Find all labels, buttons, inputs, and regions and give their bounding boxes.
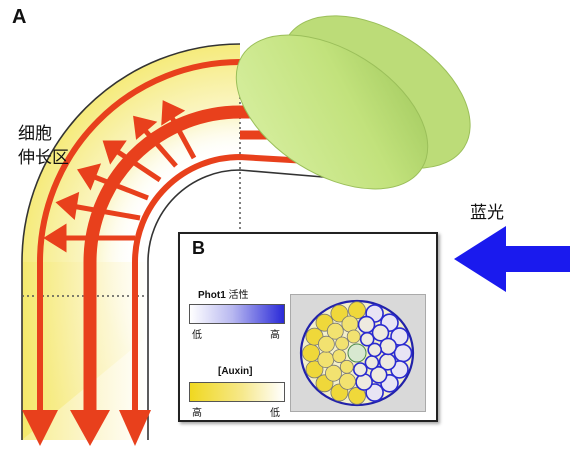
down-arrow-icon	[22, 410, 58, 446]
cell	[325, 364, 342, 382]
cell	[369, 366, 388, 384]
cell	[317, 351, 335, 368]
cell	[364, 355, 380, 370]
cell	[353, 362, 368, 377]
elongation-zone-label-line2: 伸长区	[18, 148, 69, 168]
hypocotyl-outer-edge	[21, 43, 241, 440]
panel-b-label: B	[192, 238, 205, 258]
cell	[348, 301, 366, 320]
auxin-low-tick: 低	[270, 408, 280, 419]
elongation-zone-label: 细胞 伸长区	[18, 122, 69, 170]
cell	[367, 342, 382, 358]
auxin-arrowheads	[22, 410, 151, 446]
phot1-key-title: Phot1 活性	[198, 286, 249, 301]
lateral-arrow-icon	[77, 163, 102, 191]
phot1-low-tick: 低	[192, 330, 202, 341]
cell	[326, 322, 344, 340]
cell	[318, 335, 335, 353]
cell	[341, 315, 359, 333]
cell	[390, 327, 409, 346]
cell	[365, 383, 384, 402]
blue-light-label: 蓝光	[470, 203, 504, 223]
cell	[379, 337, 397, 356]
cross-section-cells	[299, 299, 415, 407]
lateral-auxin-arrows	[43, 100, 197, 253]
lateral-arrow-icon	[161, 100, 186, 126]
cell	[359, 331, 375, 347]
phot1-high-tick: 高	[270, 330, 280, 341]
auxin-channel-inner	[132, 153, 326, 412]
cell	[346, 329, 361, 344]
lateral-arrow-icon	[102, 140, 127, 165]
cell	[302, 344, 320, 362]
lateral-arrow-icon	[55, 191, 80, 221]
left-arrow-icon	[454, 226, 570, 292]
cell	[393, 343, 413, 363]
down-arrow-icon	[119, 410, 151, 446]
vascular-core	[347, 343, 367, 363]
cell	[371, 323, 390, 342]
panel-a-label: A	[12, 6, 27, 28]
panel-b-inset: B Phot1 活性 低 高 [Auxin] 高 低	[178, 232, 438, 422]
elongation-zone-label-line1: 细胞	[18, 124, 52, 144]
cotyledons	[235, 15, 471, 190]
phot1-key-suffix: 活性	[225, 290, 249, 301]
cotyledon-front	[235, 34, 429, 190]
lateral-arrow-icon	[43, 223, 67, 253]
phot1-key-name: Phot1	[198, 290, 226, 301]
auxin-channel-outer	[37, 59, 241, 412]
hypocotyl-inner-edge	[147, 169, 336, 440]
down-arrow-icon	[70, 410, 110, 446]
cell	[335, 336, 349, 351]
cell	[332, 349, 347, 363]
lateral-arrow-icon	[133, 115, 158, 140]
cell	[330, 304, 349, 323]
phot1-activity-colorbar	[189, 304, 285, 324]
auxin-concentration-colorbar	[189, 382, 285, 402]
cell	[348, 386, 366, 405]
auxin-high-tick: 高	[192, 408, 202, 419]
cell	[339, 359, 354, 374]
cell	[339, 373, 356, 390]
auxin-key-title: [Auxin]	[218, 366, 253, 377]
stem-cross-section-micrograph	[290, 294, 426, 412]
